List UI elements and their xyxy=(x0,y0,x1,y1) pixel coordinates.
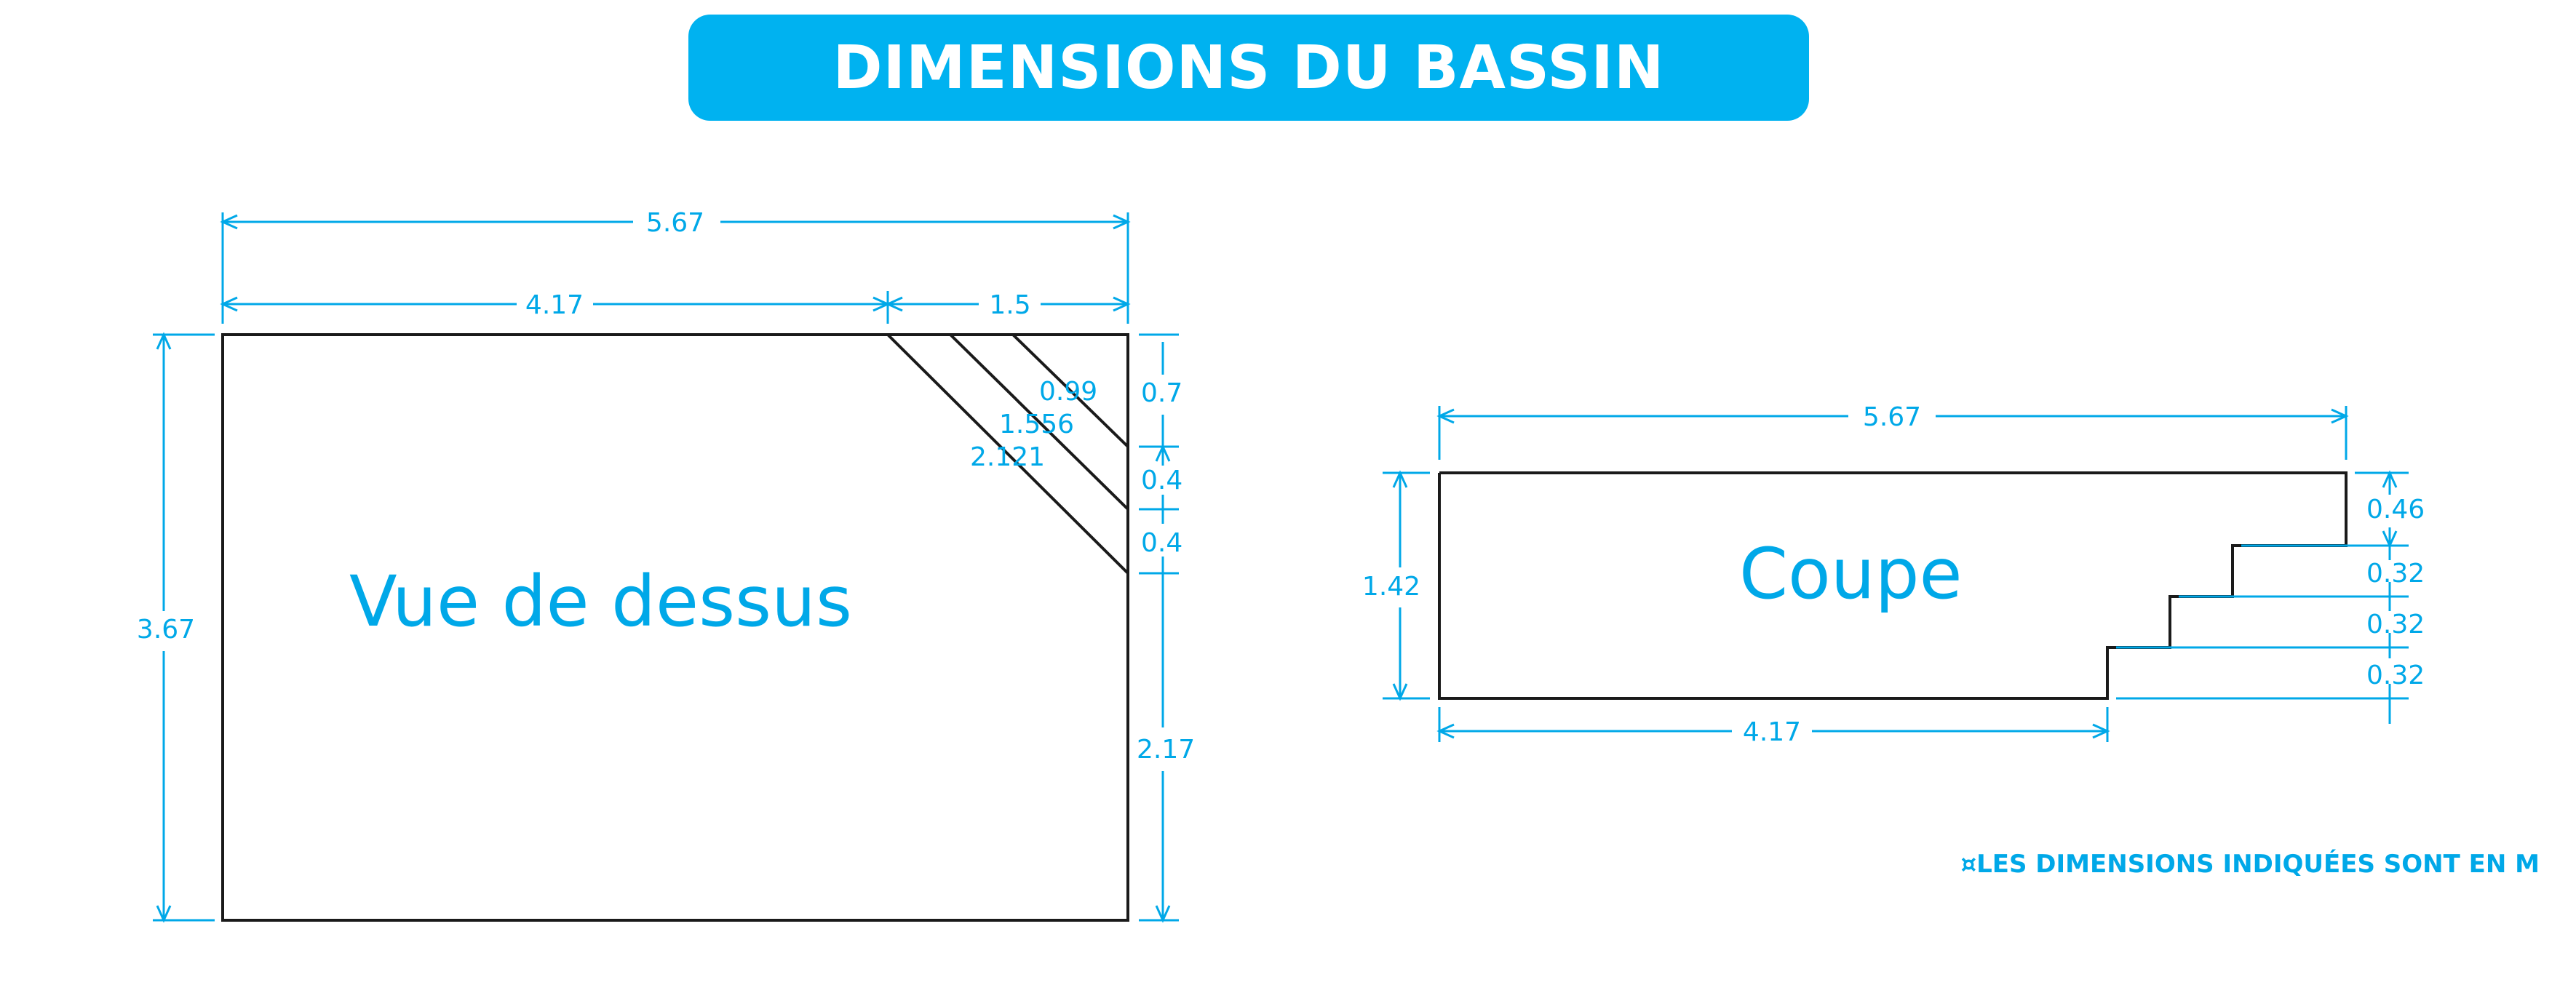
top-length-a-label: 4.17 xyxy=(525,290,584,320)
top-view: 5.67 4.17 1.5 3.67 0.99 1.556 2.121 0.7 … xyxy=(137,208,1195,923)
section-profile xyxy=(1438,471,2348,700)
section-step-3-label: 0.32 xyxy=(2366,610,2425,639)
top-view-dimension-lines xyxy=(153,212,1179,923)
section-step-4-label: 0.32 xyxy=(2366,661,2425,690)
section-floor-length-label: 4.17 xyxy=(1743,717,1801,747)
remaining-label: 2.17 xyxy=(1137,735,1195,765)
top-total-length-label: 5.67 xyxy=(646,208,704,238)
section-step-1-label: 0.46 xyxy=(2366,495,2425,525)
top-view-label: Vue de dessus xyxy=(349,561,852,642)
stair-line-1 xyxy=(1011,333,1129,448)
section-dimension-lines xyxy=(1383,406,2409,742)
top-view-outline xyxy=(221,333,1129,922)
top-length-b-label: 1.5 xyxy=(989,290,1030,320)
page-title: DIMENSIONS DU BASSIN xyxy=(832,33,1665,103)
stair-diag-1-label: 0.99 xyxy=(1039,377,1097,407)
title-banner: DIMENSIONS DU BASSIN xyxy=(688,15,1809,121)
step-2-label: 0.4 xyxy=(1141,466,1182,495)
section-view-label: Coupe xyxy=(1739,533,1963,615)
stair-line-3 xyxy=(886,333,1129,575)
section-depth-label: 1.42 xyxy=(1362,572,1420,602)
section-total-length-label: 5.67 xyxy=(1863,402,1921,432)
section-step-2-label: 0.32 xyxy=(2366,559,2425,589)
units-note: ¤LES DIMENSIONS INDIQUÉES SONT EN M xyxy=(1960,850,2540,879)
top-width-label: 3.67 xyxy=(137,615,195,645)
step-1-label: 0.7 xyxy=(1141,378,1182,408)
step-3-label: 0.4 xyxy=(1141,528,1182,558)
stair-diag-3-label: 2.121 xyxy=(970,442,1045,472)
stair-diag-2-label: 1.556 xyxy=(999,410,1074,439)
section-view: 5.67 1.42 4.17 0.46 0.32 0.32 0.32 Coupe xyxy=(1362,402,2425,747)
stair-line-2 xyxy=(949,333,1129,511)
top-view-stairs xyxy=(886,333,1129,575)
